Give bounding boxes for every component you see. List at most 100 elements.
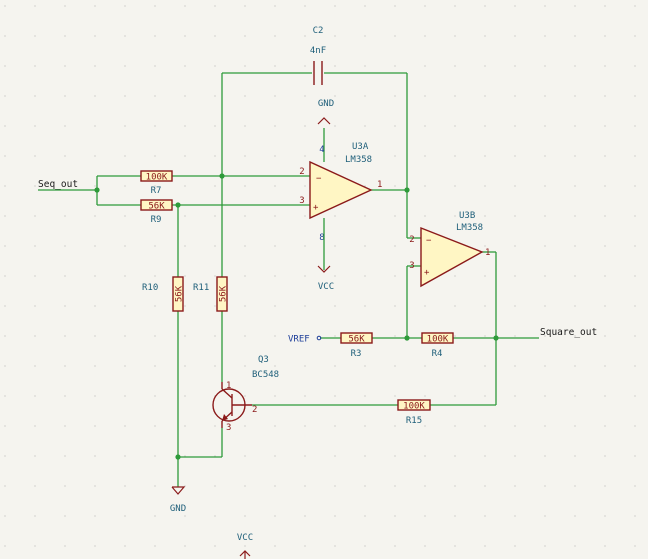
r7-value: 100K	[146, 173, 168, 183]
opamp-u3b[interactable]: − + 2 3 1 U3B LM358	[409, 211, 490, 288]
grid-dot	[514, 335, 516, 337]
grid-dot	[184, 95, 186, 97]
grid-dot	[364, 95, 366, 97]
grid-dot	[94, 65, 96, 67]
grid-dot	[514, 5, 516, 7]
u3b-value: LM358	[456, 223, 483, 233]
resistor-r3[interactable]: 56K R3	[340, 332, 373, 359]
grid-dot	[154, 65, 156, 67]
grid-dot	[424, 35, 426, 37]
resistor-r11[interactable]: 56K R11	[193, 276, 229, 312]
grid-dot	[94, 5, 96, 7]
resistor-r9[interactable]: 56K R9	[140, 199, 173, 225]
grid-dot	[124, 335, 126, 337]
grid-dot	[124, 5, 126, 7]
grid-dot	[634, 125, 636, 127]
opamp-u3a[interactable]: − + 2 3 1 4 8 U3A LM358	[299, 142, 382, 243]
grid-dot	[214, 5, 216, 7]
grid-dot	[124, 545, 126, 547]
grid-dot	[394, 515, 396, 517]
grid-dot	[64, 215, 66, 217]
net-label-square-out[interactable]: Square_out	[540, 327, 597, 338]
grid-dot	[274, 335, 276, 337]
grid-dot	[454, 215, 456, 217]
grid-dot	[424, 395, 426, 397]
grid-dot	[274, 545, 276, 547]
r11-body	[216, 276, 228, 312]
grid-dot	[124, 215, 126, 217]
grid-dot	[4, 125, 6, 127]
grid-dot	[514, 155, 516, 157]
grid-dot	[394, 425, 396, 427]
grid-dot	[334, 545, 336, 547]
grid-dot	[454, 5, 456, 7]
grid-dot	[184, 425, 186, 427]
resistor-r4[interactable]: 100K R4	[421, 332, 454, 359]
u3a-value: LM358	[345, 155, 372, 165]
grid-dot	[514, 365, 516, 367]
grid-dot	[214, 335, 216, 337]
resistor-r15[interactable]: 100K R15	[397, 399, 431, 426]
grid-dot	[634, 95, 636, 97]
grid-dot	[634, 35, 636, 37]
grid-dot	[4, 95, 6, 97]
grid-dot	[244, 335, 246, 337]
net-label-seq-out[interactable]: Seq_out	[38, 179, 78, 190]
grid-dot	[184, 125, 186, 127]
grid-dot	[574, 305, 576, 307]
r3-ref: R3	[351, 349, 362, 359]
grid-dot	[184, 455, 186, 457]
grid-dot	[154, 545, 156, 547]
resistor-r7[interactable]: 100K R7	[140, 170, 173, 196]
u3b-pin-out: 1	[485, 248, 490, 258]
grid-dot	[334, 125, 336, 127]
grid-dot	[364, 245, 366, 247]
c2-ref: C2	[313, 26, 324, 36]
grid-dot	[514, 35, 516, 37]
grid-dot	[484, 485, 486, 487]
grid-dot	[304, 275, 306, 277]
capacitor-c2[interactable]: C2 4nF	[310, 26, 326, 85]
grid-dot	[514, 275, 516, 277]
r15-body	[397, 399, 431, 411]
grid-dot	[544, 95, 546, 97]
grid-dot	[244, 215, 246, 217]
resistor-r10[interactable]: 56K R10	[142, 276, 185, 312]
grid-dot	[244, 125, 246, 127]
grid-dot	[394, 155, 396, 157]
grid-dot	[364, 185, 366, 187]
grid-dot	[34, 485, 36, 487]
r3-body	[340, 332, 373, 344]
grid-dot	[244, 155, 246, 157]
grid-dot	[34, 455, 36, 457]
grid-dot	[154, 425, 156, 427]
grid-dot	[394, 95, 396, 97]
grid-dot	[394, 65, 396, 67]
grid-dot	[214, 275, 216, 277]
grid-dot	[154, 455, 156, 457]
grid-dot	[484, 455, 486, 457]
grid-dot	[4, 65, 6, 67]
grid-dot	[94, 365, 96, 367]
grid-dot	[574, 185, 576, 187]
grid-dot	[94, 455, 96, 457]
grid-dot	[634, 455, 636, 457]
grid-dot	[304, 185, 306, 187]
grid-dot	[64, 185, 66, 187]
grid-dot	[334, 305, 336, 307]
grid-dot	[634, 65, 636, 67]
grid-dot	[244, 545, 246, 547]
grid-dot	[274, 515, 276, 517]
grid-dot	[124, 95, 126, 97]
grid-dot	[64, 515, 66, 517]
grid-dot	[64, 425, 66, 427]
grid-dot	[544, 515, 546, 517]
grid-dot	[544, 425, 546, 427]
transistor-q3[interactable]: 1 2 3 Q3 BC548	[212, 355, 279, 433]
grid-dot	[124, 455, 126, 457]
grid-dot	[4, 395, 6, 397]
junction-gnd	[175, 454, 181, 460]
net-label-vref-group[interactable]: VREF	[288, 335, 322, 345]
grid-dot	[184, 545, 186, 547]
grid-dot	[574, 395, 576, 397]
